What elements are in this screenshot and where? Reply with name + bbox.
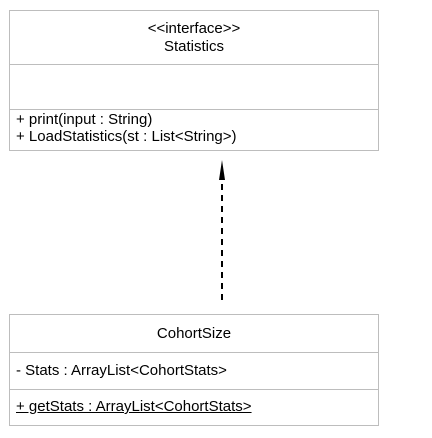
class-name: CohortSize [156, 325, 232, 342]
interface-attributes-compartment [10, 64, 378, 109]
interface-name: Statistics [163, 38, 224, 55]
operation-print: + print(input : String) [16, 111, 153, 128]
interface-stereotype: <<interface>> [147, 20, 241, 37]
interface-statistics-box[interactable]: <<interface>> Statistics + print(input :… [9, 10, 379, 151]
class-attributes-compartment: - Stats : ArrayList<CohortStats> [10, 352, 378, 389]
class-cohortsize-box[interactable]: CohortSize - Stats : ArrayList<CohortSta… [9, 314, 379, 426]
interface-operations-compartment: + print(input : String) + LoadStatistics… [10, 109, 378, 151]
interface-header-compartment: <<interface>> Statistics [10, 11, 378, 64]
realization-arrowhead-icon [219, 160, 225, 180]
operation-load-statistics: + LoadStatistics(st : List<String>) [16, 128, 237, 145]
operation-get-stats: + getStats : ArrayList<CohortStats> [16, 398, 252, 415]
attribute-stats: - Stats : ArrayList<CohortStats> [16, 362, 227, 379]
class-operations-compartment: + getStats : ArrayList<CohortStats> [10, 389, 378, 425]
class-header-compartment: CohortSize [10, 315, 378, 352]
